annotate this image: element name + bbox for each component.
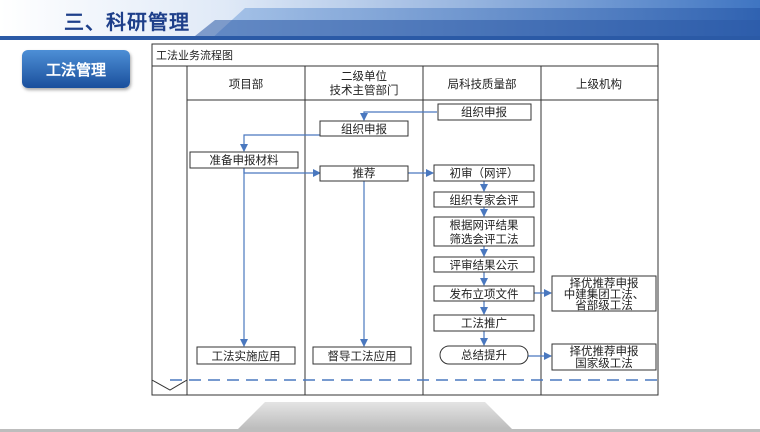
lane-secondary-line1: 二级单位 xyxy=(341,69,387,83)
gutter-chevron xyxy=(151,379,188,391)
label-preliminary-review: 初审（网评） xyxy=(450,166,519,180)
label-national-line2: 国家级工法 xyxy=(575,356,633,370)
label-implement: 工法实施应用 xyxy=(212,349,281,363)
label-summary: 总结提升 xyxy=(461,348,507,362)
box-publicity xyxy=(433,256,535,273)
label-recommend: 推荐 xyxy=(353,166,376,180)
flowchart-frame xyxy=(151,43,659,396)
label-issue-project: 发布立项文件 xyxy=(450,287,519,301)
label-screen-line2: 筛选会评工法 xyxy=(450,232,519,246)
box-prepare-materials xyxy=(189,151,299,169)
label-national-line1: 择优推荐申报 xyxy=(570,344,639,358)
arrow-secondary-to-project xyxy=(240,134,320,152)
label-promotion: 工法推广 xyxy=(461,316,507,330)
box-promotion xyxy=(433,314,535,332)
arrow-bureau-to-secondary xyxy=(360,111,437,121)
box-summary xyxy=(439,345,529,365)
label-prepare-materials: 准备申报材料 xyxy=(210,153,279,167)
box-implement xyxy=(196,346,296,365)
box-preliminary-review xyxy=(433,164,535,182)
box-screen xyxy=(433,216,535,247)
lane-project: 项目部 xyxy=(229,77,264,91)
page-title: 三、科研管理 xyxy=(64,10,190,34)
lane-bureau: 局科技质量部 xyxy=(448,77,517,91)
label-org-declare-secondary: 组织申报 xyxy=(341,122,387,136)
flowchart-title: 工法业务流程图 xyxy=(156,48,233,62)
header-band xyxy=(0,0,760,40)
label-publicity: 评审结果公示 xyxy=(450,258,519,272)
box-group xyxy=(551,275,657,312)
box-expert-review xyxy=(433,191,535,208)
label-group-line1: 择优推荐申报 xyxy=(570,276,639,290)
box-issue-project xyxy=(433,285,535,302)
box-recommend xyxy=(319,165,409,182)
label-group-line3: 省部级工法 xyxy=(575,298,633,312)
box-org-declare-bureau xyxy=(437,103,532,121)
label-expert-review: 组织专家会评 xyxy=(450,193,519,207)
section-label: 工法管理 xyxy=(22,50,130,88)
label-screen-line1: 根据网评结果 xyxy=(450,218,519,232)
box-org-declare-secondary xyxy=(319,120,409,137)
box-supervise xyxy=(312,346,412,365)
footer-shape xyxy=(0,402,760,432)
label-org-declare-bureau: 组织申报 xyxy=(461,105,507,119)
lane-secondary-line2: 技术主管部门 xyxy=(330,83,399,97)
box-national xyxy=(551,343,657,371)
label-group-line2: 中建集团工法、 xyxy=(564,287,645,301)
label-supervise: 督导工法应用 xyxy=(328,349,397,363)
lane-superior: 上级机构 xyxy=(576,77,622,91)
